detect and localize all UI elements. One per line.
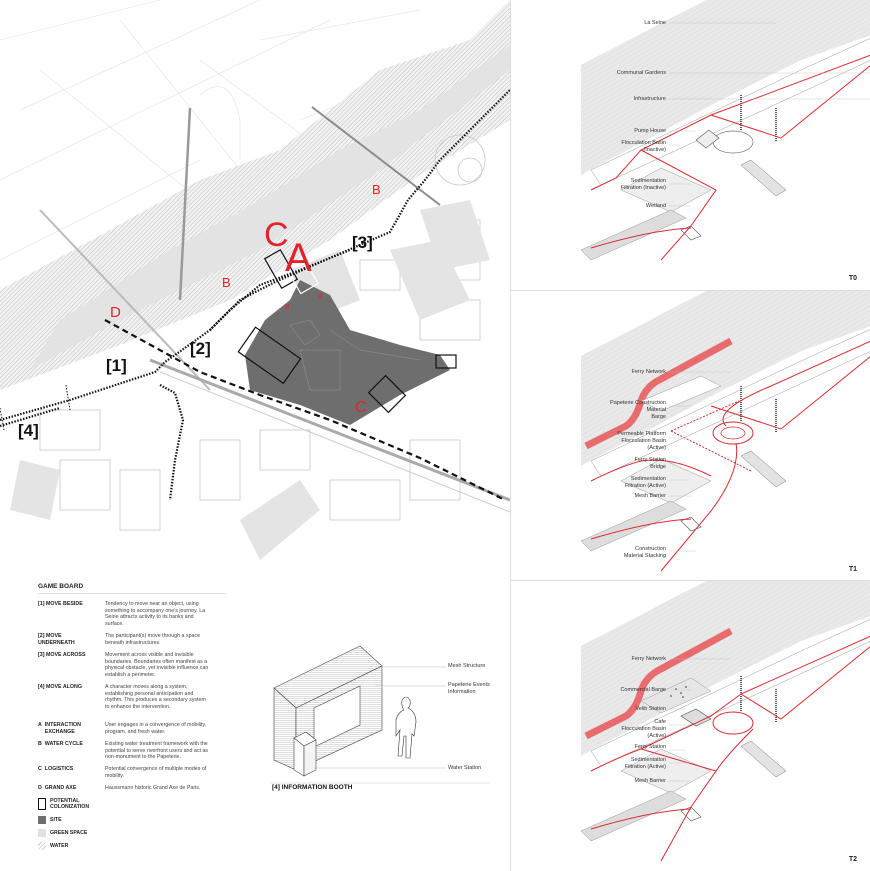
move-label-4: [4]	[18, 421, 39, 440]
booth-label-events-info: Papeterie Events Information	[448, 682, 490, 695]
zone-label-b-lower: B	[222, 275, 231, 290]
legend-move-row: [1] MOVE BESIDE Tendency to move near an…	[38, 601, 206, 627]
swatch-site	[38, 816, 46, 824]
legend-zone-row: D GRAND AXE Haussmann historic Grand Axe…	[38, 785, 201, 791]
zone-label-c-large: C	[264, 216, 289, 254]
panel-t1-label: Permeable Platform Flocculation Basin (A…	[617, 431, 666, 451]
map-drawing	[0, 0, 510, 560]
panel-t0-label: Flocculation Basin (Inactive)	[621, 140, 666, 153]
swatch-colonization	[38, 798, 46, 810]
site-map: C A B B D C B B [3] [2] [1] [4]	[0, 0, 510, 560]
panel-t0-label: La Seine	[644, 20, 666, 26]
booth-title: [4] INFORMATION BOOTH	[272, 784, 353, 791]
phase-tag-t1: T1	[848, 566, 857, 573]
panel-t1-label: Ferry Network	[631, 369, 666, 375]
panel-t2-label: Ferry Network	[631, 656, 666, 662]
panel-t2-label: Cafe Flocculation Basin (Active)	[621, 719, 666, 739]
phase-panel-t2: Ferry Network Commercial Barge Velib Sta…	[510, 580, 870, 871]
axon-drawing-t2	[580, 581, 870, 862]
panel-t2-label: Velib Station	[635, 706, 666, 712]
phase-tag-t0: T0	[848, 275, 857, 282]
axon-drawing-t1	[580, 291, 870, 572]
zone-label-b-upper: B	[372, 182, 381, 197]
swatch-water	[38, 842, 46, 850]
panel-t0-label: Pump House	[634, 128, 666, 134]
phase-tag-t2: T2	[848, 856, 857, 863]
legend-divider	[38, 593, 226, 594]
panel-t1-label: Construction Material Stacking	[623, 546, 666, 559]
legend-title: GAME BOARD	[38, 583, 84, 590]
site-marker-b: B	[285, 304, 290, 311]
panel-t1-label: Mesh Barrier	[634, 493, 666, 499]
game-board-legend: GAME BOARD [1] MOVE BESIDE Tendency to m…	[30, 580, 230, 870]
legend-zone-row: A INTERACTION EXCHANGE User engages in a…	[38, 722, 207, 735]
panel-t0-label: Wetland	[645, 203, 666, 209]
panel-t1-label: Ferry Station Bridge	[634, 457, 666, 470]
move-label-3: [3]	[352, 233, 373, 252]
legend-move-row: [3] MOVE ACROSS Movement across visible …	[38, 652, 209, 678]
panel-t2-label: Ferry Station	[634, 744, 666, 750]
legend-move-row: [4] MOVE ALONG A character moves along a…	[38, 684, 206, 710]
panel-t1-label: Papeterie Construction Material Barge	[610, 400, 666, 420]
site-marker-b: B	[318, 294, 323, 301]
legend-zone-row: B WATER CYCLE Existing water treatment f…	[38, 741, 209, 761]
legend-zone-row: C LOGISTICS Potential convergence of mul…	[38, 766, 207, 779]
panel-t2-label: Mesh Barrier	[634, 778, 666, 784]
zone-label-a: A	[285, 236, 312, 280]
panel-t0-label: Infrastructure	[633, 96, 666, 102]
phase-panel-t0: La Seine Communal Gardens Infrastructure…	[510, 0, 870, 290]
panel-t0-label: Sedimentation Filtration (Inactive)	[620, 178, 666, 191]
zone-label-c-small: C	[355, 399, 367, 416]
panel-t0-label: Communal Gardens	[616, 70, 666, 76]
axon-drawing-t0	[580, 0, 870, 261]
move-label-2: [2]	[190, 339, 211, 358]
zone-label-d: D	[110, 304, 121, 321]
booth-label-mesh-structure: Mesh Structure	[448, 663, 486, 669]
panel-t2-label: Sedimentation Filtration (Active)	[624, 757, 666, 770]
information-booth-diagram: Mesh Structure Papeterie Events Informat…	[230, 620, 510, 820]
panel-t2-label: Commercial Barge	[620, 687, 666, 693]
legend-move-row: [2] MOVE UNDERNEATH The participant(s) m…	[38, 633, 201, 646]
move-label-1: [1]	[106, 356, 127, 375]
booth-drawing	[270, 645, 490, 784]
booth-label-water-station: Water Station	[448, 765, 482, 771]
phase-panel-t1: Ferry Network Papeterie Construction Mat…	[510, 290, 870, 581]
panel-t1-label: Sedimentation Filtration (Active)	[624, 476, 666, 489]
swatch-green-space	[38, 829, 46, 837]
